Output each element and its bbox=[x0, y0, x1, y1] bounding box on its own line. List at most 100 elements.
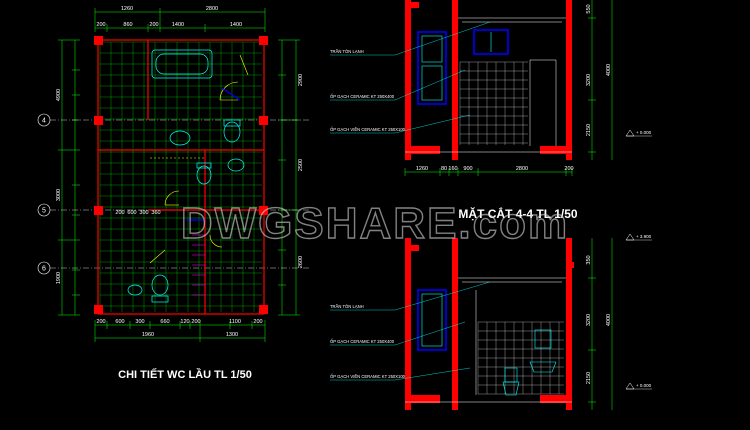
plan-dim-left-1: 4900 bbox=[56, 89, 62, 101]
grid-label-4: 4 bbox=[42, 118, 46, 125]
section-bottom-level-mark-upper: + 3.900 bbox=[625, 233, 652, 241]
section-bottom-lines bbox=[405, 277, 572, 403]
section-bottom-level-lower: + 0.000 bbox=[636, 383, 652, 388]
window-upper bbox=[473, 29, 509, 55]
plan-dim-mid-2: 600 bbox=[127, 210, 136, 216]
section-bottom-windows bbox=[417, 289, 447, 351]
section-top-leaders bbox=[330, 21, 491, 134]
sink-middle bbox=[227, 158, 245, 172]
plan-fixtures bbox=[127, 49, 245, 303]
section-bottom-level-upper: + 3.900 bbox=[636, 234, 652, 239]
plan-columns bbox=[94, 36, 268, 314]
plan-floor-tiles bbox=[99, 41, 262, 312]
section-top-dim-6: 200 bbox=[564, 166, 573, 172]
grid-label-5: 5 bbox=[42, 208, 46, 215]
section-bottom-label-ceiling: TRẦN TÔN LẠNH bbox=[330, 304, 364, 309]
wc-floor-plan: 4 5 6 bbox=[37, 6, 310, 381]
section-bottom-dimension-lines bbox=[588, 238, 613, 410]
plan-dim-top-in-4: 1400 bbox=[172, 22, 184, 28]
section-bottom-walls bbox=[405, 238, 574, 410]
bathtub bbox=[151, 49, 213, 79]
plan-dim-bot-2: 1300 bbox=[226, 332, 238, 338]
plan-dim-bot-1: 1960 bbox=[142, 332, 154, 338]
plan-dim-top-2: 2800 bbox=[206, 6, 218, 12]
section-top-dim-5: 2800 bbox=[516, 166, 528, 172]
section-bottom-rdim-2: 3200 bbox=[586, 314, 592, 326]
section-top-level-mark: + 0.000 bbox=[625, 129, 652, 137]
section-bottom-fixtures bbox=[421, 293, 557, 396]
section-top-rdim-4: 2150 bbox=[586, 124, 592, 136]
plan-walls bbox=[97, 39, 265, 315]
plan-dim-mid-1: 200 bbox=[115, 210, 124, 216]
section-top-tiles bbox=[459, 61, 528, 145]
plan-dim-bot-in-3: 300 bbox=[135, 319, 144, 325]
section-bottom-rdim-4: 2150 bbox=[586, 372, 592, 384]
section-top-dimension-lines bbox=[404, 0, 613, 176]
section-top-rdim-3: 4000 bbox=[606, 64, 612, 76]
plan-dim-right-2: 2500 bbox=[298, 159, 304, 171]
section-top-window-frames bbox=[421, 32, 492, 101]
grid-label-6: 6 bbox=[42, 266, 46, 273]
section-bottom-rdim-1: 350 bbox=[586, 255, 592, 264]
toilet-middle bbox=[196, 165, 212, 185]
plan-title: CHI TIẾT WC LẦU TL 1/50 bbox=[118, 368, 252, 381]
section-bottom-level-mark-lower: + 0.000 bbox=[625, 382, 652, 390]
section-top-label-border-tile: ỐP GẠCH VIỀN CERAMIC KT 250X100 bbox=[330, 127, 406, 132]
floor-drain bbox=[127, 284, 143, 296]
window-left bbox=[417, 31, 447, 105]
plan-dim-right-3: 2600 bbox=[298, 256, 304, 268]
section-top-dim-1: 1260 bbox=[416, 166, 428, 172]
watermark: DWGSHARE.com bbox=[181, 199, 569, 248]
plan-dim-top-in-1: 200 bbox=[96, 22, 105, 28]
section-top-rdim-1: 550 bbox=[586, 4, 592, 13]
section-top-title: MẶT CẮT 4-4 TL 1/50 bbox=[458, 206, 577, 221]
section-top-windows bbox=[417, 29, 509, 105]
section-bottom: TRẦN TÔN LẠNH ỐP GẠCH CERAMIC KT 250X400… bbox=[330, 233, 652, 410]
section-top-level-0: + 0.000 bbox=[636, 130, 652, 135]
section-top-dim-4: 900 bbox=[463, 166, 472, 172]
sink-upper bbox=[169, 130, 191, 146]
plan-dim-left-3: 1900 bbox=[56, 272, 62, 284]
plan-dim-mid-4: 360 bbox=[151, 210, 160, 216]
mirror bbox=[534, 329, 552, 349]
section-top-label-tile: ỐP GẠCH CERAMIC KT 250X400 bbox=[330, 94, 395, 99]
plan-dim-bot-in-7: 1100 bbox=[229, 319, 241, 325]
section-bottom-label-tile: ỐP GẠCH CERAMIC KT 250X400 bbox=[330, 339, 395, 344]
window-lower bbox=[417, 289, 447, 351]
toilet-upper bbox=[223, 121, 241, 143]
section-bottom-label-border-tile: ỐP GẠCH VIỀN CERAMIC KT 250X100 bbox=[330, 374, 406, 379]
grid-marker-5 bbox=[37, 203, 51, 217]
plan-dim-bot-in-4: 660 bbox=[160, 319, 169, 325]
toilet-bowl bbox=[502, 381, 520, 396]
section-bottom-leaders bbox=[330, 281, 491, 381]
section-top-label-ceiling: TRẦN TÔN LẠNH bbox=[330, 49, 364, 54]
plan-dim-mid-3: 300 bbox=[139, 210, 148, 216]
toilet-lower bbox=[151, 274, 169, 296]
section-top-dim-2: 80 bbox=[441, 166, 447, 172]
plan-dim-right-1: 2900 bbox=[298, 74, 304, 86]
plan-dim-bot-in-1: 200 bbox=[96, 319, 105, 325]
plan-dim-bot-in-6: 200 bbox=[191, 319, 200, 325]
grid-marker-4 bbox=[37, 113, 51, 127]
plan-dim-top-in-2: 860 bbox=[123, 22, 132, 28]
plan-doors bbox=[149, 54, 249, 264]
grid-marker-6 bbox=[37, 261, 51, 275]
lavabo bbox=[529, 361, 557, 373]
section-top: TRẦN TÔN LẠNH ỐP GẠCH CERAMIC KT 250X400… bbox=[330, 0, 652, 221]
plan-dim-bot-in-2: 600 bbox=[115, 319, 124, 325]
plan-dim-bot-in-5: 120 bbox=[180, 319, 189, 325]
section-bottom-tiles bbox=[477, 321, 564, 395]
plan-stair-hatch bbox=[192, 234, 205, 296]
plan-dim-top-in-3: 200 bbox=[149, 22, 158, 28]
plan-dim-bot-in-8: 200 bbox=[253, 319, 262, 325]
plan-grid-markers: 4 5 6 bbox=[37, 113, 51, 275]
section-top-rdim-2: 3200 bbox=[586, 74, 592, 86]
plan-dim-top-1: 1260 bbox=[121, 6, 133, 12]
section-top-walls bbox=[405, 0, 572, 160]
toilet-tank bbox=[504, 367, 518, 383]
plan-shower-screen bbox=[186, 87, 241, 221]
section-bottom-rdim-3: 4000 bbox=[606, 314, 612, 326]
plan-dim-left-2: 3000 bbox=[56, 189, 62, 201]
